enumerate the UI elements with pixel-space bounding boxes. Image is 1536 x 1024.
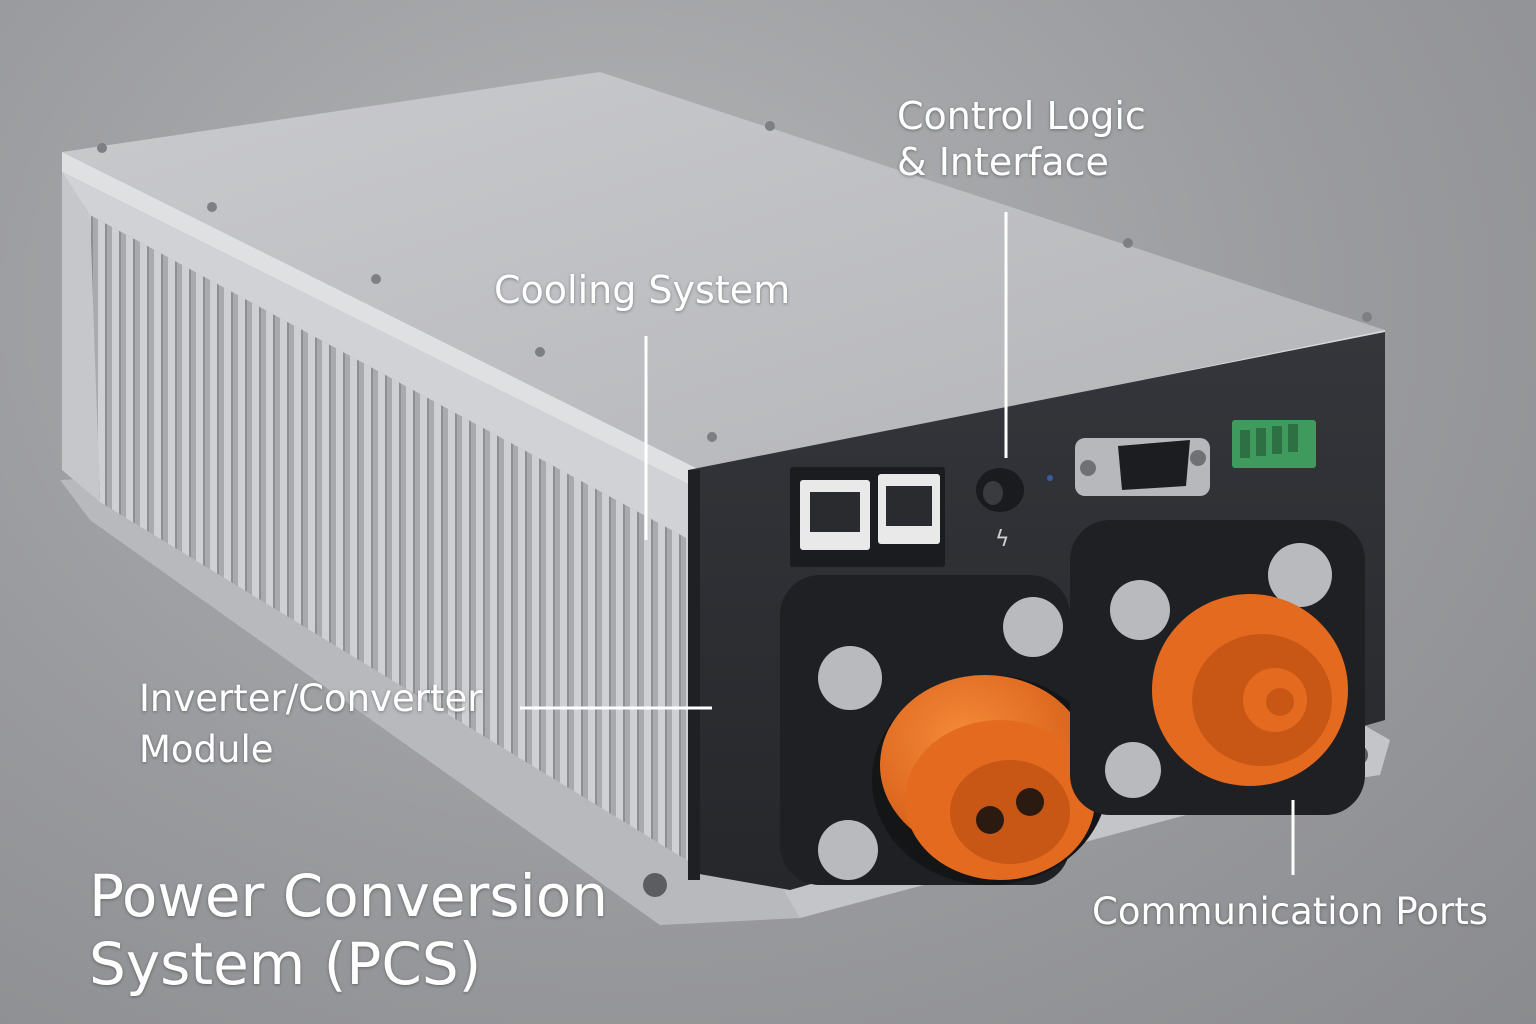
inverter-converter-label-line1: Inverter/Converter: [139, 677, 483, 720]
ethernet-ports: ⚡: [790, 467, 945, 602]
control-interface-port: ϟ: [976, 468, 1053, 552]
inverter-converter-label-line2: Module: [139, 727, 274, 771]
page-title: Power Conversion System (PCS): [89, 862, 608, 999]
control-logic-label: Control Logic & Interface: [897, 94, 1146, 185]
communication-ports-label: Communication Ports: [1092, 890, 1489, 933]
terminal-block: [1232, 420, 1316, 468]
control-logic-label-line1: Control Logic: [897, 94, 1146, 138]
control-logic-label-line2: & Interface: [897, 139, 1109, 184]
callout-lines: [520, 212, 1295, 875]
cooling-system-label: Cooling System: [494, 268, 791, 312]
power-connector-left: [780, 575, 1108, 885]
svg-text:ϟ: ϟ: [995, 527, 1010, 552]
page-title-line1: Power Conversion: [89, 862, 608, 930]
page-title-line2: System (PCS): [89, 930, 482, 999]
inverter-converter-label: Inverter/Converter Module: [139, 674, 482, 775]
db-connector: [1075, 438, 1210, 496]
heatsink-fins: [62, 172, 700, 862]
power-connector-right: [1070, 520, 1365, 815]
